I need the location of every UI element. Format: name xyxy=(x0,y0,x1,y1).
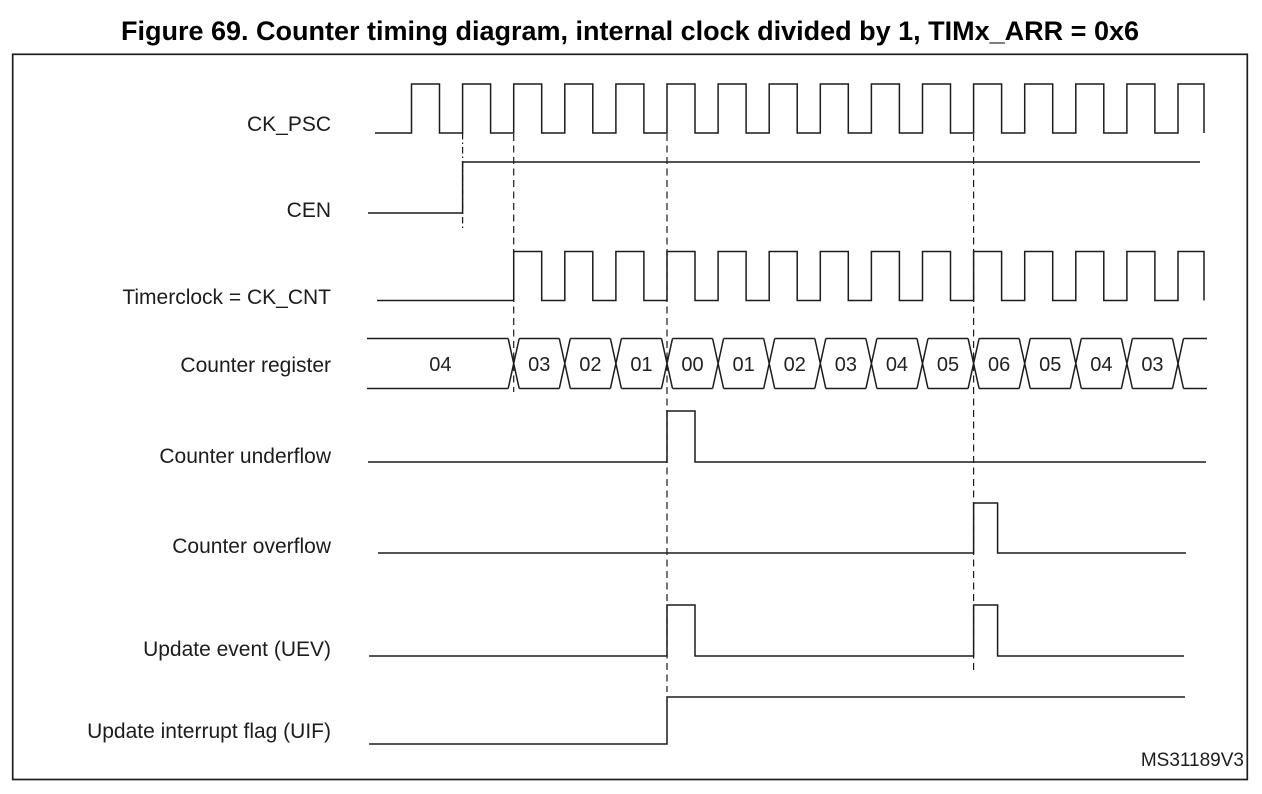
ck-psc-waveform xyxy=(375,83,1205,134)
counter-register-crossover-2 xyxy=(609,338,623,389)
signal-label-update-event-uev: Update event (UEV) xyxy=(143,638,331,661)
watermark-label: MS31189V3 xyxy=(1141,750,1244,771)
waveforms: 04 03 02 01 00 01 02 03 04 05 06 05 04 03 xyxy=(367,83,1207,745)
counter-register-value: 01 xyxy=(733,354,755,376)
ck-cnt-waveform xyxy=(377,250,1205,302)
counter-register-crossover-11 xyxy=(1069,338,1083,389)
counter-register-crossover-9 xyxy=(967,338,980,389)
counter-register-crossover-10 xyxy=(1018,338,1031,389)
counter-register-crossover-5 xyxy=(762,338,776,389)
signal-label-cen: CEN xyxy=(287,199,331,222)
counter-register-value: 03 xyxy=(528,354,550,376)
counter-register-crossover-0 xyxy=(507,338,520,389)
counter-register-value: 01 xyxy=(630,354,652,376)
signal-labels: CK_PSC CEN Timerclock = CK_CNT Counter r… xyxy=(87,113,332,743)
signal-label-timerclock-ck-cnt: Timerclock = CK_CNT xyxy=(122,286,331,309)
counter-underflow-waveform xyxy=(368,410,1206,463)
counter-register-crossover-13 xyxy=(1171,338,1185,389)
signal-label-ck-psc: CK_PSC xyxy=(247,113,331,136)
counter-register-crossover-12 xyxy=(1120,338,1134,389)
diagram-border xyxy=(11,53,1249,781)
cen-waveform xyxy=(368,161,1200,214)
counter-register-crossover-6 xyxy=(814,338,827,389)
counter-register-value: 03 xyxy=(835,354,857,376)
signal-label-counter-register: Counter register xyxy=(180,354,331,377)
counter-register-value: 05 xyxy=(937,354,959,376)
signal-label-counter-underflow: Counter underflow xyxy=(159,445,331,468)
counter-register-crossover-4 xyxy=(711,338,725,389)
counter-register-value: 05 xyxy=(1039,354,1061,376)
counter-register-crossover-1 xyxy=(558,338,572,389)
counter-register-value: 03 xyxy=(1141,354,1163,376)
update-interrupt-flag-waveform xyxy=(369,696,1185,745)
counter-register-crossover-8 xyxy=(916,338,929,389)
signal-label-update-interrupt-flag-uif: Update interrupt flag (UIF) xyxy=(87,720,331,743)
counter-register-crossover-3 xyxy=(660,338,674,389)
figure-title: Figure 69. Counter timing diagram, inter… xyxy=(121,16,1139,46)
counter-register-value: 04 xyxy=(886,354,908,376)
counter-register-value: 06 xyxy=(988,354,1010,376)
counter-overflow-waveform xyxy=(378,502,1186,554)
counter-register-value: 02 xyxy=(784,354,806,376)
counter-register-value: 00 xyxy=(681,354,703,376)
update-event-waveform xyxy=(369,604,1184,657)
counter-register-value: 04 xyxy=(1090,354,1112,376)
counter-register-crossover-7 xyxy=(865,338,878,389)
guide-lines xyxy=(462,133,975,692)
counter-register-value: 04 xyxy=(429,354,451,376)
counter-register-value: 02 xyxy=(579,354,601,376)
signal-label-counter-overflow: Counter overflow xyxy=(172,535,332,558)
